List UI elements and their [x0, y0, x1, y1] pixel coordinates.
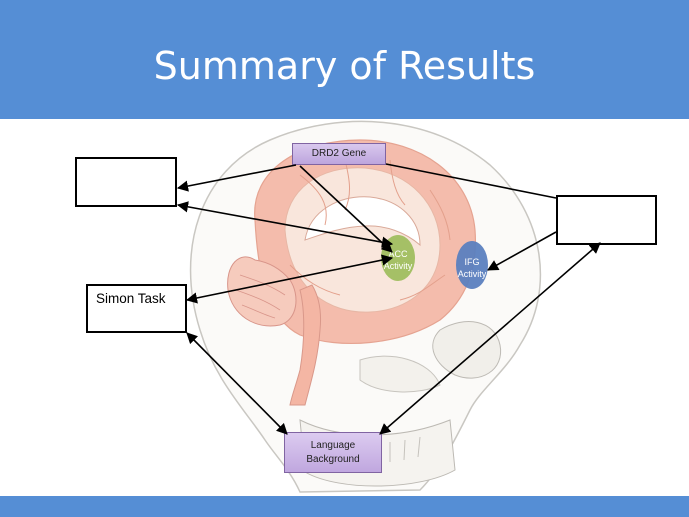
arrow-simon-acc: [185, 254, 394, 304]
arrow-drd2-to-right-box: [385, 163, 557, 199]
arrow-drd2-to-left-box: [176, 164, 297, 192]
brainstem: [289, 284, 321, 406]
empty-box-right: [556, 195, 657, 245]
simon-task-box: Simon Task: [86, 284, 187, 333]
arrow-left-box-acc: [176, 201, 394, 248]
empty-box-left: [75, 157, 177, 207]
title-bar: Summary of Results: [0, 0, 689, 119]
language-line-1: Language: [310, 439, 356, 451]
drd2-gene-box: DRD2 Gene: [292, 143, 386, 165]
arrow-language-right-box: [379, 242, 601, 435]
footer-bar: [0, 496, 689, 517]
language-background-box: Language Background: [284, 432, 382, 473]
arrow-right-box-to-ifg: [487, 231, 557, 271]
language-line-2: Background: [306, 453, 360, 465]
slide-title: Summary of Results: [153, 43, 536, 88]
arrow-drd2-to-acc: [299, 165, 393, 253]
simon-task-label: Simon Task: [96, 291, 166, 306]
drd2-gene-label: DRD2 Gene: [311, 148, 367, 159]
sulci: [289, 159, 451, 301]
arrow-simon-language: [186, 332, 288, 435]
